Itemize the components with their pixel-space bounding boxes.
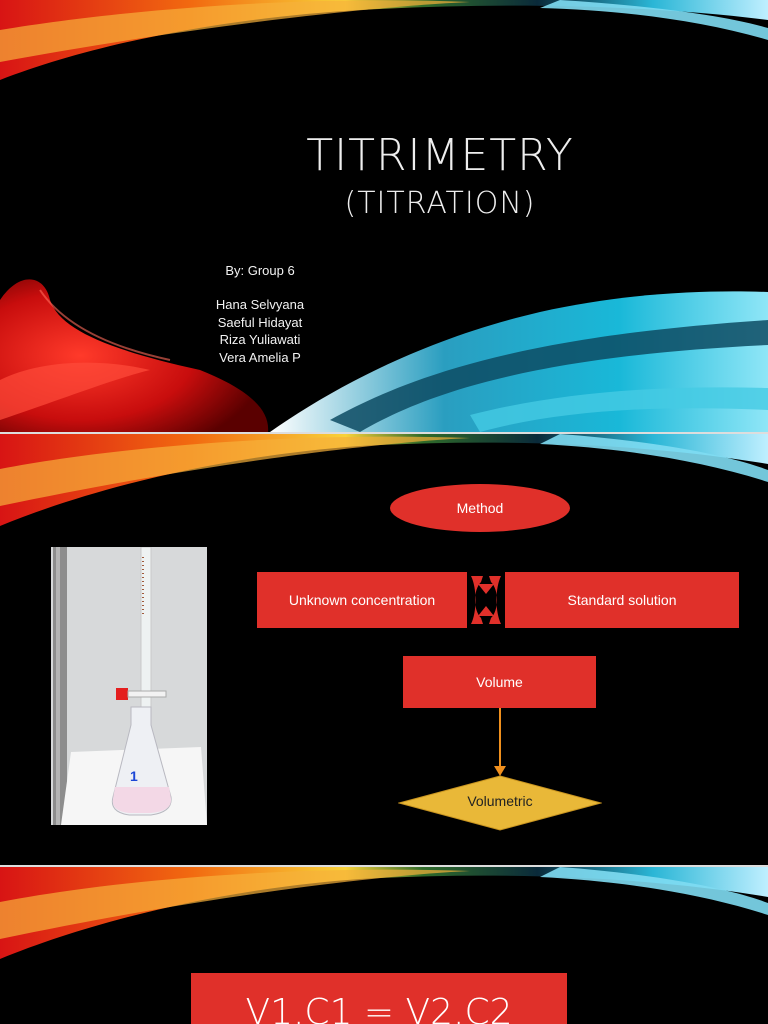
- group-by-line: By: Group 6: [225, 263, 295, 278]
- member-name: Hana Selvyana: [215, 297, 305, 312]
- volume-box: Volume: [403, 656, 596, 708]
- down-arrow-icon: [494, 708, 506, 776]
- swoosh-decoration: [0, 434, 768, 526]
- slide-title: Titrimetry (Titration) By: Group 6 Hana …: [0, 0, 768, 432]
- member-name: Saeful Hidayat: [217, 314, 303, 330]
- exchange-arrows-icon: [467, 572, 505, 628]
- slide-title-heading: Titrimetry: [306, 130, 574, 181]
- unknown-concentration-box: Unknown concentration: [257, 572, 467, 628]
- titration-photo: [51, 547, 207, 825]
- swoosh-decoration: [0, 0, 768, 432]
- member-name: Vera Amelia P: [219, 349, 301, 365]
- member-name: Riza Yuliawati: [219, 332, 301, 347]
- slide-separator: [0, 432, 768, 434]
- swoosh-decoration: [0, 867, 768, 959]
- formula-box: V1.C1 = V2.C2: [191, 973, 567, 1024]
- slide-subtitle: (Titration): [344, 186, 536, 221]
- slide-separator: [0, 865, 768, 867]
- volumetric-diamond: [398, 775, 602, 831]
- method-oval: Method: [390, 484, 570, 532]
- standard-solution-box: Standard solution: [505, 572, 739, 628]
- photo-label: 1: [130, 768, 138, 784]
- members-list: Hana Selvyana Saeful Hidayat Riza Yuliaw…: [180, 296, 340, 366]
- volumetric-label: Volumetric: [467, 793, 533, 809]
- slide-method: 1 Method Unknown concentration Standard …: [0, 434, 768, 865]
- formula-text: V1.C1 = V2.C2: [245, 992, 513, 1024]
- slide-formula: V1.C1 = V2.C2: [0, 867, 768, 1024]
